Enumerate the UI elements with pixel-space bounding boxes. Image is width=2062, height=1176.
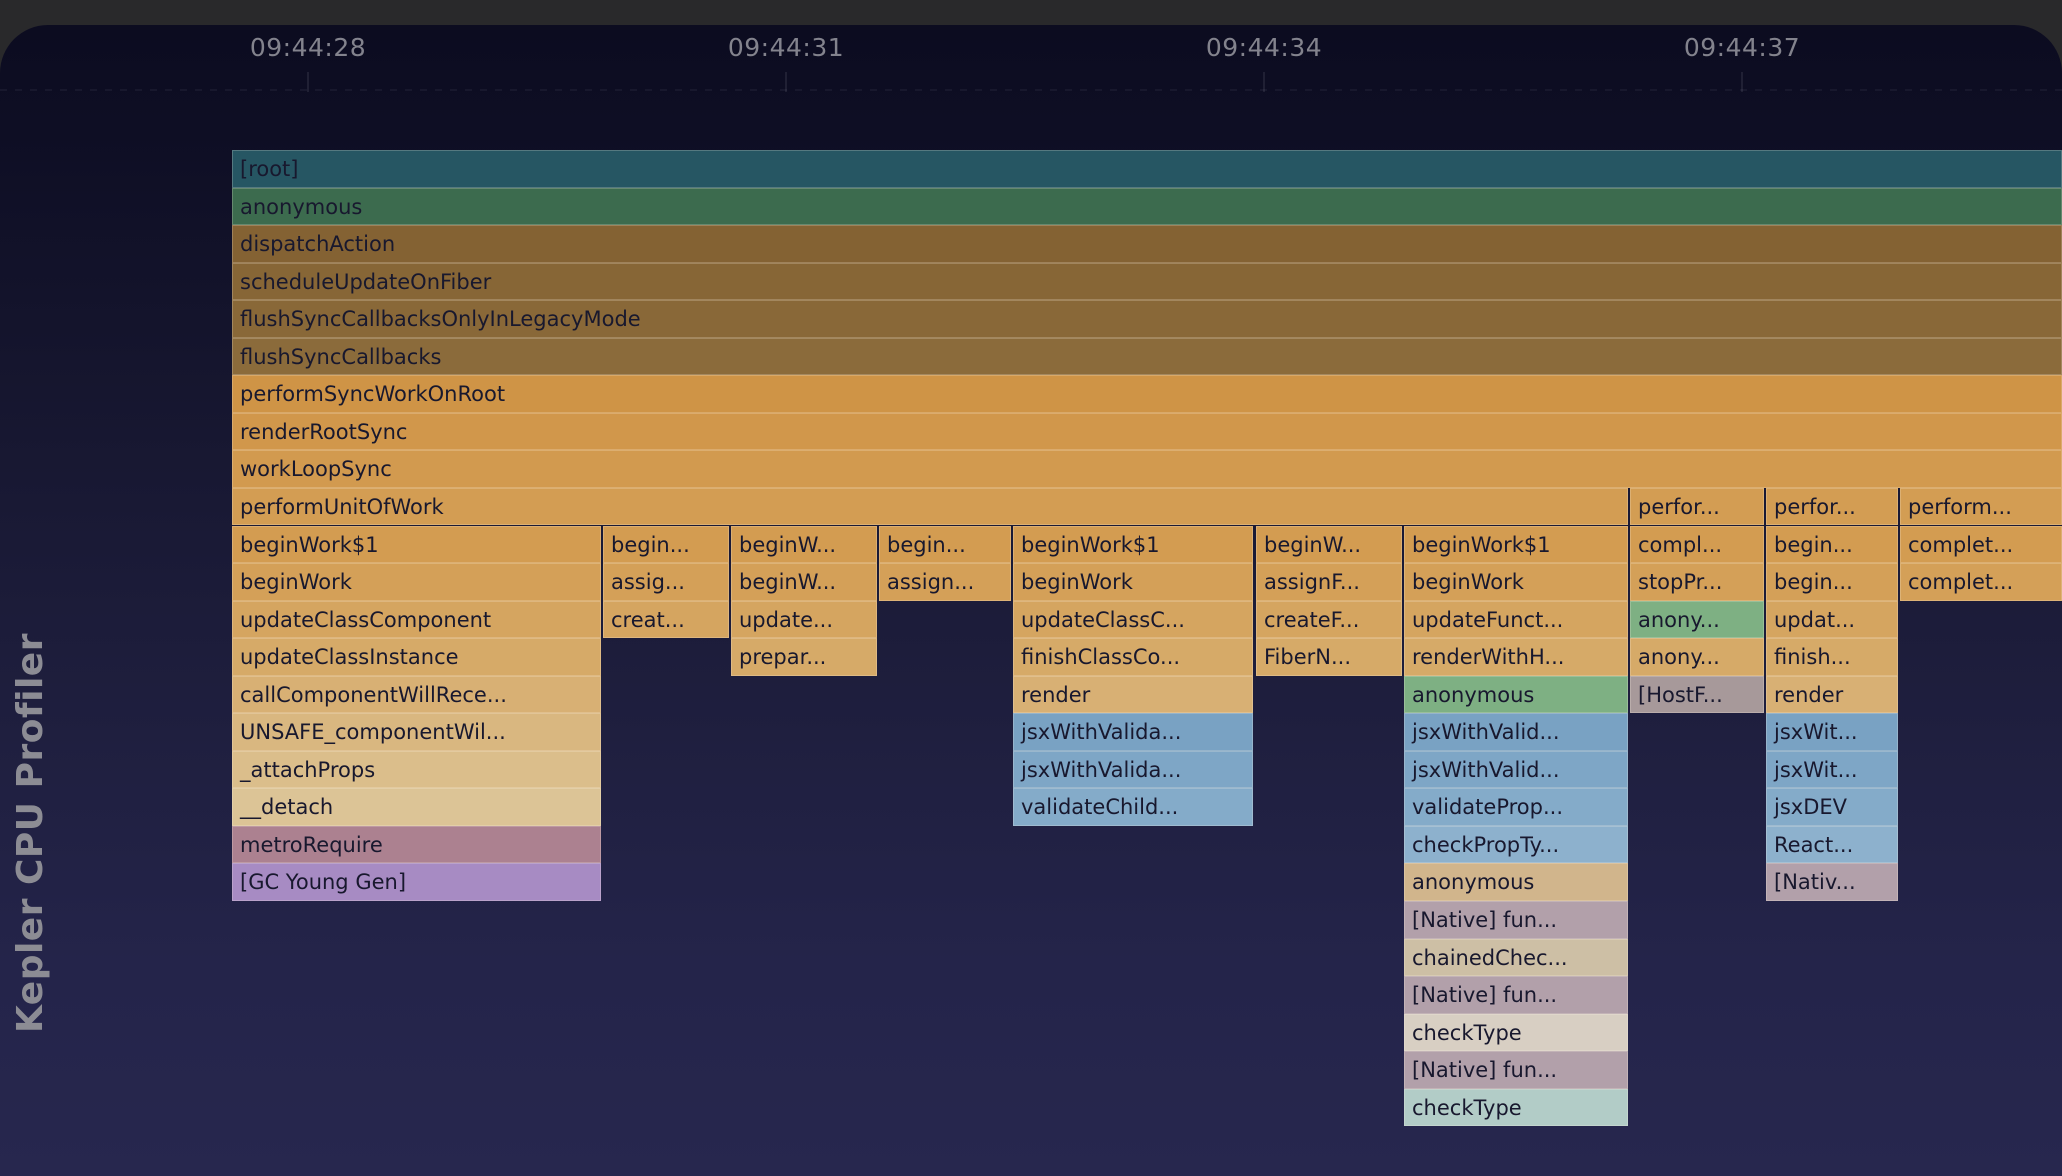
timeline-label: 09:44:28: [249, 33, 367, 62]
flame-frame[interactable]: renderWithH...: [1404, 638, 1628, 676]
flame-frame[interactable]: beginWork$1: [1013, 525, 1253, 564]
flame-frame[interactable]: [Native] fun...: [1404, 976, 1628, 1014]
flame-frame[interactable]: render: [1013, 675, 1253, 714]
timeline-label: 09:44:34: [1205, 33, 1323, 62]
flame-frame[interactable]: prepar...: [731, 638, 877, 676]
flame-frame[interactable]: begin...: [1766, 525, 1898, 564]
flame-frame[interactable]: perfor...: [1766, 487, 1898, 526]
flame-frame[interactable]: begin...: [603, 525, 729, 564]
flame-frame[interactable]: perfor...: [1630, 487, 1764, 526]
flame-frame[interactable]: UNSAFE_componentWil...: [232, 713, 601, 751]
flame-frame[interactable]: complet...: [1900, 525, 2062, 564]
flame-frame[interactable]: render: [1766, 675, 1898, 714]
flame-frame[interactable]: compl...: [1630, 525, 1764, 564]
flame-frame[interactable]: anonymous: [1404, 863, 1628, 901]
flame-frame[interactable]: [Native] fun...: [1404, 1051, 1628, 1089]
flame-frame[interactable]: beginWork: [1404, 563, 1628, 601]
flame-frame[interactable]: updat...: [1766, 600, 1898, 639]
timeline-tick-row: [0, 89, 2062, 91]
flame-frame[interactable]: updateClassComponent: [232, 600, 601, 639]
flame-frame[interactable]: checkType: [1404, 1013, 1628, 1052]
flame-frame[interactable]: validateProp...: [1404, 788, 1628, 826]
flame-frame[interactable]: jsxDEV: [1766, 788, 1898, 826]
timeline-tick: [307, 72, 309, 92]
flame-frame[interactable]: begin...: [879, 525, 1011, 564]
flame-frame[interactable]: [Native] fun...: [1404, 901, 1628, 939]
flame-frame[interactable]: beginWork$1: [1404, 525, 1628, 564]
flame-frame[interactable]: anonymous: [1404, 675, 1628, 714]
flame-frame[interactable]: updateFunct...: [1404, 600, 1628, 639]
flame-frame[interactable]: beginWork$1: [232, 525, 601, 564]
flame-frame[interactable]: assignF...: [1256, 563, 1402, 601]
flame-frame[interactable]: finish...: [1766, 638, 1898, 676]
flame-frame[interactable]: update...: [731, 600, 877, 639]
flame-frame[interactable]: creat...: [603, 600, 729, 639]
flame-frame[interactable]: begin...: [1766, 563, 1898, 601]
flame-frame[interactable]: anonymous: [232, 187, 2062, 226]
flame-frame[interactable]: beginWork: [232, 563, 601, 601]
flame-frame[interactable]: createF...: [1256, 600, 1402, 639]
flame-frame[interactable]: [HostF...: [1630, 675, 1764, 714]
timeline-tick: [785, 72, 787, 92]
flame-frame[interactable]: callComponentWillRece...: [232, 675, 601, 714]
flame-frame[interactable]: beginW...: [731, 563, 877, 601]
flame-frame[interactable]: [GC Young Gen]: [232, 863, 601, 901]
flame-frame[interactable]: jsxWithValid...: [1404, 750, 1628, 789]
timeline-ruler: 09:44:28 09:44:31 09:44:34 09:44:37: [0, 0, 2062, 110]
flame-frame[interactable]: React...: [1766, 825, 1898, 864]
flame-frame[interactable]: _attachProps: [232, 750, 601, 789]
flame-frame[interactable]: beginW...: [731, 525, 877, 564]
flame-frame[interactable]: updateClassInstance: [232, 638, 601, 676]
flame-frame[interactable]: updateClassC...: [1013, 600, 1253, 639]
flame-frame[interactable]: jsxWithValida...: [1013, 713, 1253, 751]
flame-frame[interactable]: checkPropTy...: [1404, 825, 1628, 864]
timeline-label: 09:44:31: [727, 33, 845, 62]
flame-frame[interactable]: jsxWithValid...: [1404, 713, 1628, 751]
flame-frame[interactable]: flushSyncCallbacks: [232, 337, 2062, 376]
flame-frame[interactable]: performUnitOfWork: [232, 487, 1628, 526]
flame-frame[interactable]: finishClassCo...: [1013, 638, 1253, 676]
timeline-tick: [1263, 72, 1265, 92]
timeline-tick: [1741, 72, 1743, 92]
flame-frame[interactable]: metroRequire: [232, 825, 601, 864]
flame-frame[interactable]: performSyncWorkOnRoot: [232, 375, 2062, 413]
flame-frame[interactable]: stopPr...: [1630, 563, 1764, 601]
flame-frame[interactable]: anony...: [1630, 638, 1764, 676]
flame-frame[interactable]: complet...: [1900, 563, 2062, 601]
flame-frame[interactable]: checkType: [1404, 1088, 1628, 1127]
flame-frame[interactable]: beginW...: [1256, 525, 1402, 564]
flame-frame[interactable]: jsxWit...: [1766, 713, 1898, 751]
flame-frame[interactable]: chainedChec...: [1404, 938, 1628, 977]
flame-frame[interactable]: scheduleUpdateOnFiber: [232, 262, 2062, 301]
flame-frame[interactable]: jsxWithValida...: [1013, 750, 1253, 789]
flame-frame[interactable]: perform...: [1900, 487, 2062, 526]
flame-frame[interactable]: assign...: [879, 563, 1011, 601]
flame-frame[interactable]: anony...: [1630, 600, 1764, 639]
flame-frame[interactable]: jsxWit...: [1766, 750, 1898, 789]
flame-frame[interactable]: flushSyncCallbacksOnlyInLegacyMode: [232, 300, 2062, 338]
timeline-label: 09:44:37: [1683, 33, 1801, 62]
flame-frame[interactable]: validateChild...: [1013, 788, 1253, 826]
flame-frame[interactable]: dispatchAction: [232, 225, 2062, 263]
flame-frame[interactable]: renderRootSync: [232, 412, 2062, 451]
flame-frame[interactable]: [Nativ...: [1766, 863, 1898, 901]
flame-frame[interactable]: workLoopSync: [232, 450, 2062, 488]
flame-frame[interactable]: __detach: [232, 788, 601, 826]
flame-frame[interactable]: FiberN...: [1256, 638, 1402, 676]
flame-frame[interactable]: [root]: [232, 150, 2062, 188]
flame-frame[interactable]: beginWork: [1013, 563, 1253, 601]
flame-frame[interactable]: assig...: [603, 563, 729, 601]
